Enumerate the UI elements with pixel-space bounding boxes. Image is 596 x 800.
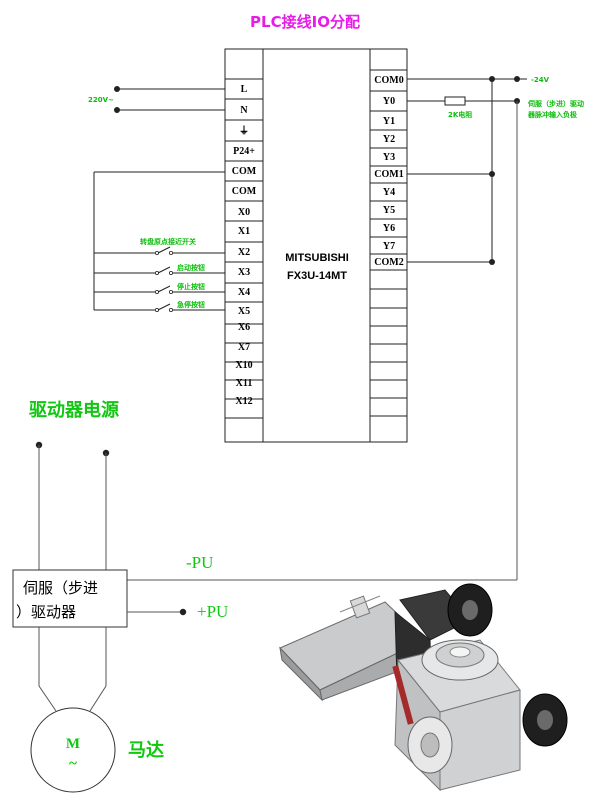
left-terminal-16: X11 (236, 378, 253, 389)
right-terminal-9: Y6 (383, 223, 395, 234)
output-wiring: -24V 2K电阻 伺服（步进）驱动 器脉冲输入负极 (127, 76, 584, 581)
motor-label: 马达 (128, 739, 164, 761)
switch-x5-label: 急停按钮 (177, 300, 205, 309)
driver-box (12, 569, 128, 628)
left-terminal-8: X1 (238, 226, 250, 237)
rotary-table-center (449, 646, 471, 658)
driver-power: 驱动器电源 (29, 399, 119, 570)
x3-contact-b (168, 270, 173, 275)
left-terminal-15: X10 (235, 360, 252, 371)
switch-x4-label: 停止按钮 (177, 282, 205, 291)
right-terminal-4: Y2 (383, 134, 395, 145)
input-switches: 转盘原点接近开关 启动按钮 停止按钮 急停按钮 (93, 171, 225, 312)
left-terminal-3: ⏚ (239, 125, 249, 137)
left-terminal-1: L (241, 84, 248, 95)
motor-circle (30, 707, 116, 793)
right-terminal-7: Y4 (383, 187, 395, 198)
x2-contact-b (168, 250, 173, 255)
right-terminal-grid (370, 69, 407, 417)
right-terminal-2: Y0 (383, 96, 395, 107)
plus-pu-dot (179, 608, 187, 616)
motor-tilde: ~ (69, 756, 77, 772)
switch-x3-label: 启动按钮 (177, 263, 205, 272)
right-terminal-10: Y7 (383, 241, 395, 252)
left-terminal-5: COM (232, 166, 257, 177)
x4-contact-b (168, 289, 173, 294)
x4-switch-blade (157, 285, 171, 293)
right-terminal-8: Y5 (383, 205, 395, 216)
plc-brand: MITSUBISHI (285, 252, 349, 264)
plc-body (224, 48, 408, 443)
right-terminal-3: Y1 (383, 116, 395, 127)
motor-wire-1b (38, 685, 57, 712)
minus-pu-label: -PU (186, 553, 213, 572)
plc-model: FX3U-14MT (287, 270, 347, 282)
com1-junction (489, 171, 495, 177)
indexer-nameplate (392, 665, 414, 725)
servo-driver: 伺服（步进 ）驱动器 -PU +PU (12, 553, 228, 628)
minus-24v-label: -24V (531, 76, 550, 84)
motor: M ~ 马达 (30, 627, 164, 793)
left-terminal-17: X12 (235, 396, 252, 407)
driver-label-1: 伺服（步进 (23, 579, 98, 597)
rotary-indexer-illustration (279, 583, 568, 792)
left-terminal-grid (225, 78, 263, 419)
left-terminal-10: X3 (238, 267, 250, 278)
motor-cable (339, 595, 381, 613)
x5-switch-blade (157, 303, 171, 311)
x5-contact-b (168, 307, 173, 312)
driver-label-2: ）驱动器 (16, 603, 76, 621)
pulley-top-hub (462, 600, 478, 620)
driver-power-label: 驱动器电源 (29, 399, 119, 421)
pulley-side-hub (537, 710, 553, 730)
resistor-2k (444, 96, 466, 106)
left-terminal-12: X5 (238, 306, 250, 317)
left-terminal-9: X2 (238, 247, 250, 258)
right-terminal-5: Y3 (383, 152, 395, 163)
servo-pulse-label-1: 伺服（步进）驱动 (527, 99, 584, 108)
left-terminal-2: N (240, 105, 248, 116)
left-terminal-4: P24+ (233, 146, 255, 157)
motor-wire-2b (89, 685, 107, 712)
output-shaft (420, 732, 440, 758)
power-220v-label: 220V~ (88, 96, 114, 104)
motor-m: M (66, 736, 80, 752)
plus-pu-label: +PU (197, 602, 228, 621)
left-terminal-6: COM (232, 186, 257, 197)
diagram-title: PLC接线IO分配 (250, 13, 360, 31)
right-terminal-11: COM2 (374, 257, 403, 268)
resistor-label: 2K电阻 (448, 110, 472, 119)
left-terminal-14: X7 (238, 342, 250, 353)
right-terminal-1: COM0 (374, 75, 403, 86)
power-input: 220V~ (88, 86, 225, 113)
right-terminal-6: COM1 (374, 169, 403, 180)
x2-switch-blade (157, 246, 171, 254)
left-terminal-7: X0 (238, 207, 250, 218)
left-terminal-11: X4 (238, 287, 250, 298)
servo-pulse-label-2: 器脉冲输入负极 (527, 110, 578, 119)
switch-x2-label: 转盘原点接近开关 (140, 237, 196, 246)
left-terminal-13: X6 (238, 322, 250, 333)
com2-junction (489, 259, 495, 265)
x3-switch-blade (157, 266, 171, 274)
